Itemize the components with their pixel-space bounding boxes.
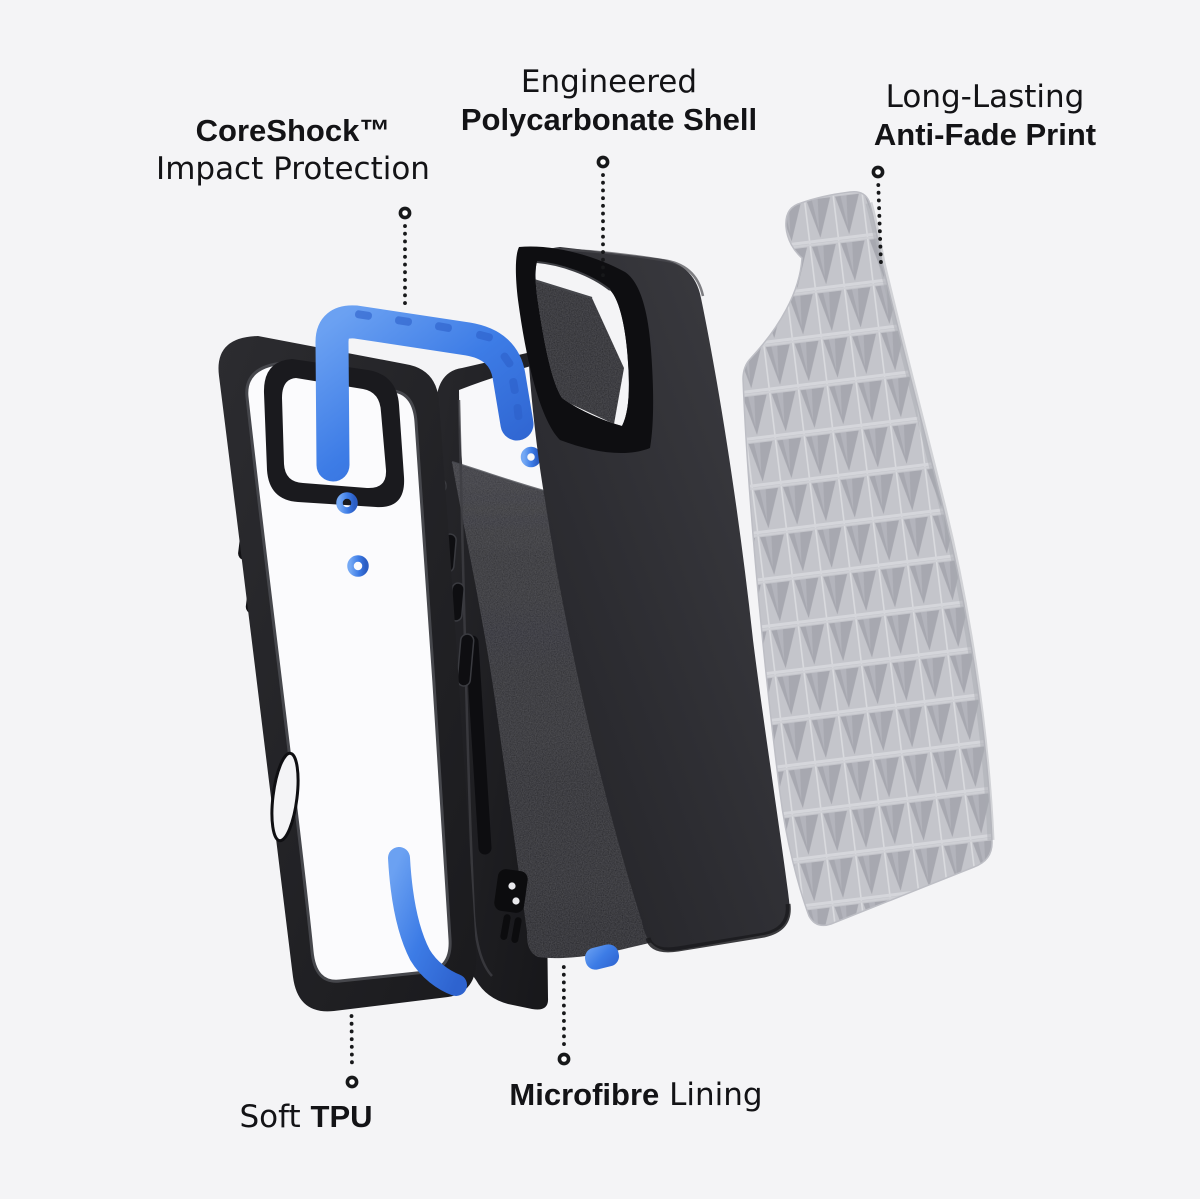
shell-bottom-lip (645, 903, 791, 953)
film-outline (742, 190, 993, 927)
band-rib (394, 316, 413, 326)
clear-back-inner-lip (245, 361, 452, 983)
label-long-lasting-anti-fade-print: Long-Lasting Anti-Fade Print (874, 78, 1096, 154)
band-rib (509, 377, 519, 395)
leader-soft-tpu (349, 1014, 354, 1071)
shell-top-rim-light (544, 247, 705, 297)
coreshock-bottom-strip (388, 847, 467, 996)
leader-lines (349, 173, 883, 1071)
microfibre-sheet-top-edge (451, 461, 549, 493)
speaker-slot (500, 914, 511, 940)
polycarbonate-shell-layer (515, 246, 791, 953)
leader-ring-microfibre (557, 1052, 571, 1066)
band-rib (513, 403, 523, 421)
coreshock-screw-ring (520, 446, 542, 468)
camera-square-ring (263, 359, 405, 508)
leader-ring-polycarbonate (596, 155, 610, 169)
middle-case-inner-lip (457, 399, 493, 977)
coreshock-ring-bottom (347, 555, 369, 577)
leader-ring-soft-tpu (345, 1075, 359, 1089)
label-polycarbonate-line1: Engineered (520, 64, 698, 100)
label-coreshock-impact-protection: CoreShock™ Impact Protection (156, 112, 430, 188)
label-antifade-line2: Anti-Fade Print (873, 117, 1097, 152)
label-soft-tpu-bold: TPU (310, 1099, 373, 1134)
frame-oval-cutout (270, 751, 300, 843)
camera-ring-highlight (536, 261, 611, 291)
band-rib (476, 330, 493, 342)
coreshock-ring-top (336, 492, 358, 514)
band-rib (434, 322, 453, 332)
label-coreshock-line1: CoreShock™ (195, 113, 391, 148)
flash-cutout (494, 869, 528, 913)
anti-fade-print-film (742, 190, 995, 927)
leader-rings (345, 155, 885, 1089)
coreshock-band-ribs (354, 310, 523, 421)
cutout-microfibre-edge (535, 279, 593, 299)
leader-ring-antifade (871, 165, 885, 179)
clear-back-plate (246, 363, 451, 982)
middle-case-power-button (456, 633, 475, 687)
speaker-slot (511, 917, 522, 943)
label-engineered-polycarbonate-shell: Engineered Polycarbonate Shell (461, 63, 757, 139)
label-antifade-line1: Long-Lasting (885, 79, 1085, 115)
leader-ring-coreshock (398, 206, 412, 220)
label-coreshock-line2: Impact Protection (156, 151, 430, 187)
label-microfibre-lining: Microfibre Lining (509, 1076, 762, 1114)
band-rib (500, 352, 514, 368)
label-soft-tpu-prefix: Soft (239, 1099, 311, 1135)
shell-camera-ring (515, 246, 654, 454)
middle-case-groove (465, 635, 492, 855)
label-microfibre-suffix: Lining (659, 1077, 763, 1113)
label-microfibre-bold: Microfibre (509, 1077, 660, 1112)
coreshock-frame-band (315, 305, 534, 577)
label-polycarbonate-line2: Polycarbonate Shell (460, 102, 758, 137)
middle-case-flash-detail (494, 869, 528, 943)
tpu-bumper-frame (218, 336, 477, 1012)
flash-dot (512, 897, 520, 905)
band-rib (354, 310, 373, 320)
coreshock-bottom-tab (584, 944, 620, 970)
leader-antifade (876, 183, 883, 266)
flash-dot (508, 882, 516, 890)
label-soft-tpu: Soft TPU (239, 1098, 372, 1136)
clear-case-layer (218, 336, 477, 1012)
